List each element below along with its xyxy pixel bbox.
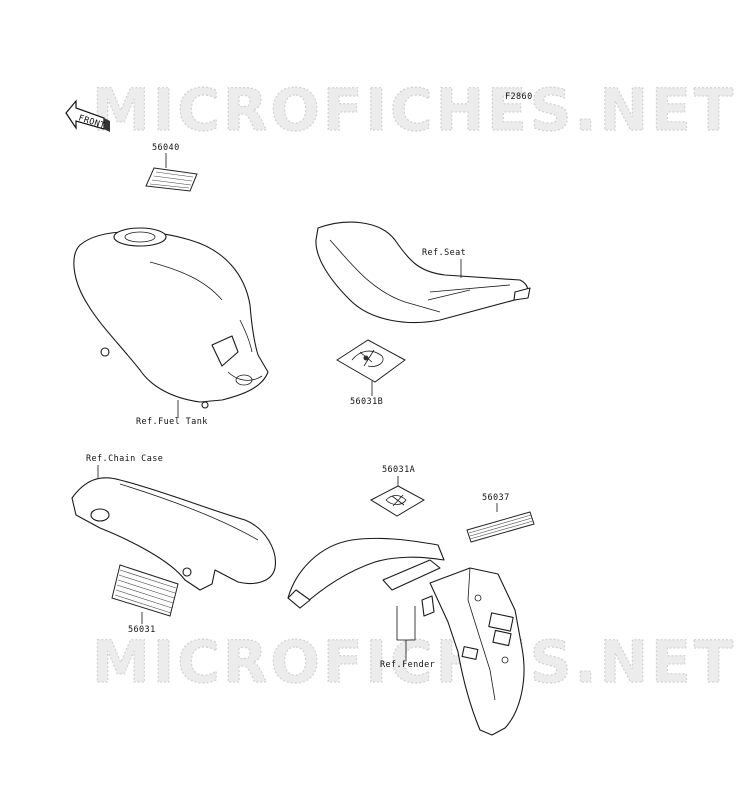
watermark-top: MICROFICHES.NET xyxy=(92,76,736,144)
part-label-56031B: 56031B xyxy=(350,397,383,407)
part-label-56037: 56037 xyxy=(482,493,510,503)
decal-56031A xyxy=(369,485,426,517)
ref-label-fender: Ref.Fender xyxy=(380,660,435,670)
chain-case xyxy=(71,477,276,591)
rear-fender xyxy=(287,537,525,736)
decal-56037 xyxy=(466,511,535,543)
part-label-56031A: 56031A xyxy=(382,465,415,475)
seat xyxy=(315,221,531,324)
fuel-tank xyxy=(73,227,269,409)
decal-56031 xyxy=(111,564,179,617)
ref-label-chain-case: Ref.Chain Case xyxy=(86,454,163,464)
ref-label-seat: Ref.Seat xyxy=(422,248,466,258)
watermark-bottom: MICROFICHES.NET xyxy=(92,628,736,696)
part-label-56040: 56040 xyxy=(152,143,180,153)
diagram-code: F2860 xyxy=(505,92,533,102)
ref-label-fuel-tank: Ref.Fuel Tank xyxy=(136,417,208,427)
decal-56040 xyxy=(145,167,198,192)
decal-56031B xyxy=(336,339,406,383)
part-label-56031: 56031 xyxy=(128,625,156,635)
